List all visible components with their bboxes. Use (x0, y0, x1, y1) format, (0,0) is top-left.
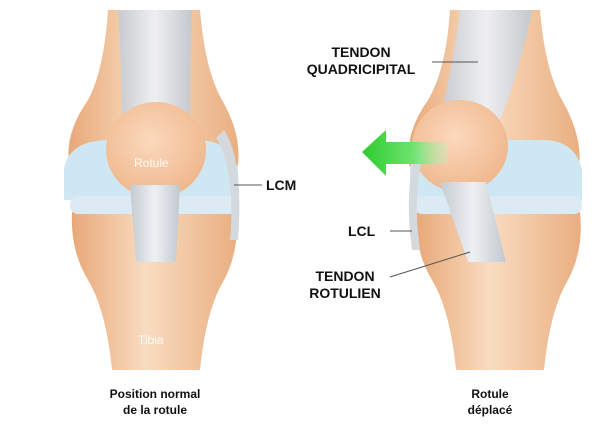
right-patellar-tendon (440, 182, 506, 262)
label-rotule: Rotule (134, 156, 169, 170)
right-tibia (415, 212, 581, 370)
left-tibia (71, 212, 237, 370)
label-tendon-quadricipital: TENDON QUADRICIPITAL (289, 44, 433, 78)
label-tibia: Tibia (138, 333, 164, 347)
caption-line: Position normal (109, 387, 201, 401)
left-patellar-tendon (130, 185, 180, 262)
caption-line: de la rotule (122, 403, 187, 417)
label-line: TENDON (315, 268, 375, 284)
caption-line: Rotule (471, 387, 509, 401)
right-knee (408, 10, 582, 370)
leader-rotulien (389, 251, 471, 278)
left-patella (106, 102, 206, 198)
label-line: ROTULIEN (309, 285, 381, 301)
label-tendon-rotulien: TENDON ROTULIEN (300, 268, 390, 302)
caption-line: déplacé (467, 403, 513, 417)
label-lcl: LCL (348, 223, 376, 239)
left-lcm-ligament (216, 130, 240, 240)
right-lcl-ligament (408, 150, 424, 250)
label-line: TENDON (331, 44, 391, 60)
left-knee (64, 10, 240, 370)
right-meniscus (414, 196, 582, 214)
label-lcm: LCM (266, 177, 297, 193)
displacement-arrow-icon (362, 130, 448, 176)
left-quad-tendon (118, 10, 192, 120)
caption-left: Position normal de la rotule (80, 386, 230, 418)
caption-right: Rotule déplacé (440, 386, 540, 418)
right-patella (412, 100, 508, 192)
label-line: QUADRICIPITAL (306, 61, 416, 77)
right-quad-tendon (440, 10, 532, 120)
